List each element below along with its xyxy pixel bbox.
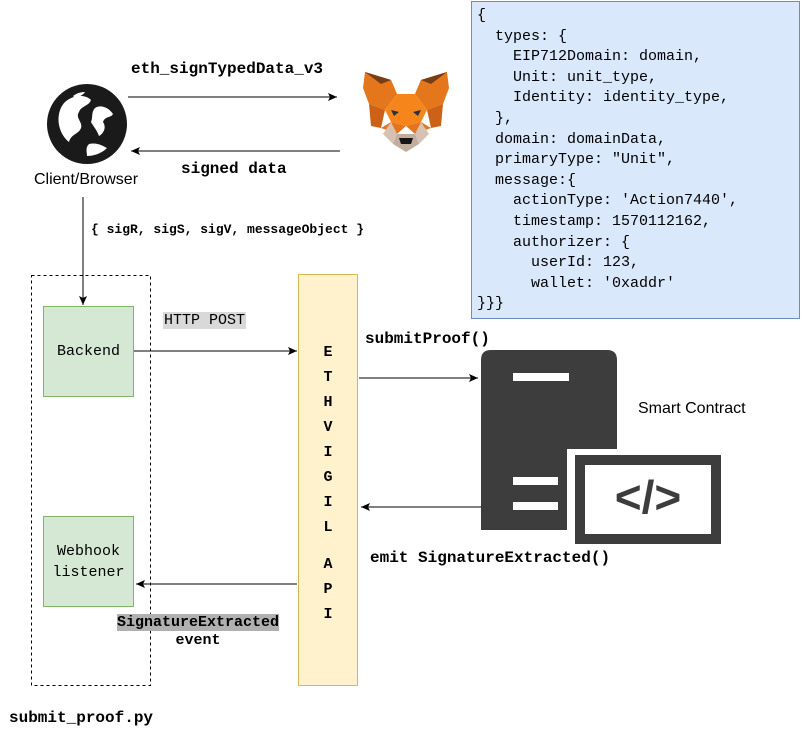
typed-data-code: { types: { EIP712Domain: domain, Unit: u…: [472, 2, 799, 315]
webhook-label-line2: listener: [52, 563, 125, 581]
python-script-boundary: [31, 275, 151, 686]
code-line: {: [477, 7, 487, 24]
signature-event-name: SignatureExtracted: [116, 614, 280, 631]
http-post-label: HTTP POST: [163, 312, 247, 329]
api-letter: T: [323, 369, 333, 386]
file-label: submit_proof.py: [9, 709, 154, 727]
code-line: }}}: [477, 295, 505, 313]
signature-event-suffix: event: [175, 632, 221, 649]
api-letter: P: [323, 581, 333, 598]
payload-label: { sigR, sigS, sigV, messageObject }: [91, 222, 365, 237]
code-line: primaryType: "Unit",: [495, 151, 676, 169]
webhook-listener-box: Webhook listener: [43, 516, 134, 607]
api-letter: I: [323, 606, 333, 623]
code-line: types: {: [495, 27, 568, 45]
backend-label: Backend: [56, 343, 120, 360]
metamask-fox-icon: [363, 72, 449, 152]
signature-event-label: SignatureExtracted event: [110, 614, 286, 650]
api-letter: G: [323, 469, 333, 486]
api-letter: H: [323, 394, 333, 411]
signed-data-label: signed data: [181, 160, 287, 178]
code-icon-glyph: </>: [615, 471, 682, 523]
api-letter: A: [323, 556, 333, 573]
webhook-label: Webhook listener: [52, 541, 124, 583]
api-letter: E: [323, 344, 333, 361]
submit-proof-label: submitProof(): [365, 330, 490, 348]
smart-contract-label: Smart Contract: [638, 400, 746, 417]
client-browser-label: Client/Browser: [33, 171, 139, 188]
api-letter: L: [323, 519, 333, 536]
code-line: Unit: unit_type,: [513, 68, 658, 86]
code-icon: </>: [567, 449, 723, 545]
code-line: Identity: identity_type,: [513, 89, 730, 107]
code-line: timestamp: 1570112162,: [513, 212, 712, 230]
webhook-label-line1: Webhook: [56, 542, 120, 560]
api-letter: V: [323, 419, 333, 436]
sign-request-label: eth_signTypedData_v3: [131, 60, 324, 78]
api-letter: I: [323, 444, 333, 461]
code-line: wallet: '0xaddr': [531, 274, 676, 292]
typed-data-code-block: { types: { EIP712Domain: domain, Unit: u…: [471, 1, 800, 319]
code-line: actionType: 'Action7440',: [513, 192, 739, 210]
code-line: EIP712Domain: domain,: [513, 48, 703, 66]
emit-event-label: emit SignatureExtracted(): [370, 549, 611, 567]
code-line: userId: 123,: [531, 254, 640, 272]
code-line: message:{: [495, 171, 577, 189]
code-line: },: [495, 109, 514, 127]
globe-icon: [47, 84, 127, 164]
ethvigil-api-box: E T H V I G I L A P I: [298, 274, 358, 686]
code-line: authorizer: {: [513, 233, 631, 251]
api-letter: I: [323, 494, 333, 511]
backend-box: Backend: [43, 306, 134, 397]
code-line: domain: domainData,: [495, 130, 667, 148]
